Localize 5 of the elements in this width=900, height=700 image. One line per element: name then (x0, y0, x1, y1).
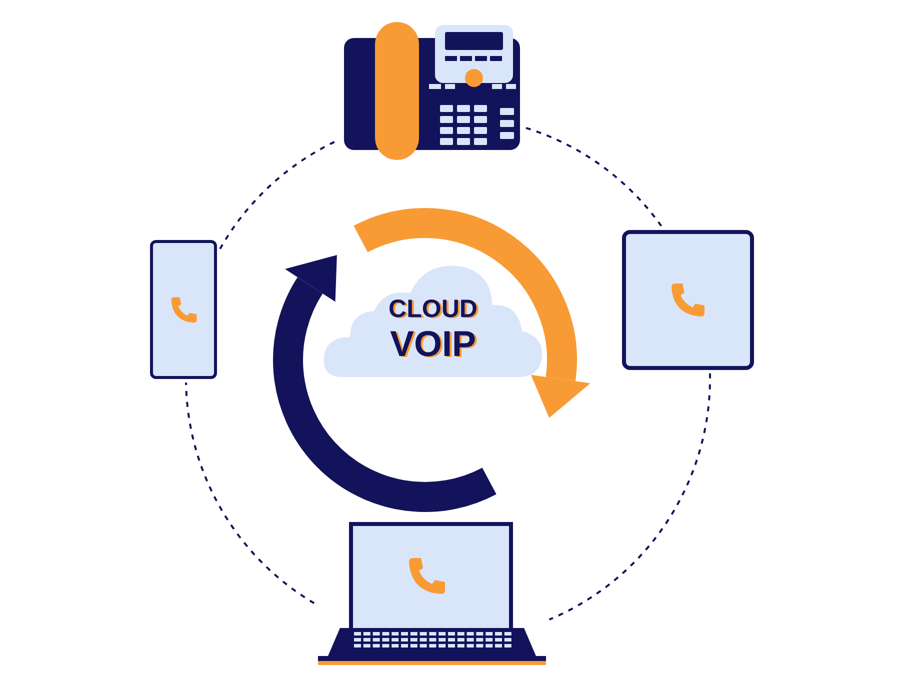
dashed-connector (526, 126, 663, 228)
cloud-subtitle: VOIP (390, 326, 476, 362)
cloud-title: CLOUD (388, 297, 478, 322)
dashed-connector (185, 382, 315, 604)
dashed-connector (548, 373, 711, 620)
